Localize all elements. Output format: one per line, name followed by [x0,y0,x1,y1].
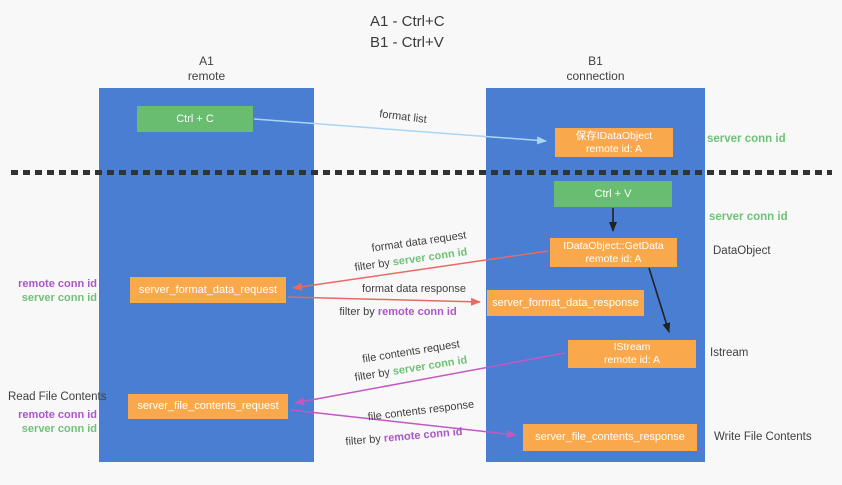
istream-label: IStream [613,341,651,353]
filter-by-remote-conn-id-label-1: filter by remote conn id [339,306,456,318]
server-conn-id-left-2: server conn id [21,423,97,435]
column-b-name: B1 [588,54,603,68]
column-b-subtitle: connection [566,69,625,83]
server-format-data-response-node: server_format_data_response [487,290,644,316]
column-b-header: B1 connection [486,54,705,84]
write-file-contents-annotation: Write File Contents [714,431,812,443]
ctrl-v-label: Ctrl + V [594,187,632,200]
filter-by-server-conn-id-label-1: filter by server conn id [354,246,468,274]
save-idataobject-remote-id: remote id: A [585,142,643,155]
ctrl-v-node: Ctrl + V [554,181,672,207]
getdata-label: IDataObject::GetData [563,239,664,252]
remote-conn-id-left-2: remote conn id [18,409,97,421]
filter-prefix: filter by [339,306,378,318]
server-conn-id-right-mid: server conn id [709,211,788,223]
conn-id-pair-1: remote conn id server conn id [11,277,97,305]
server-file-contents-response-label: server_file_contents_response [535,431,685,443]
istream-node: IStream remote id: A [568,340,696,368]
title-line-2: B1 - Ctrl+V [370,34,444,51]
machine-boundary-dotted-line [11,170,832,175]
format-data-response-label: format data response [362,283,466,295]
istream-remote-id: remote id: A [603,354,661,366]
diagram-title: A1 - Ctrl+C B1 - Ctrl+V [370,11,445,53]
server-conn-id-left-1: server conn id [21,292,97,304]
server-file-contents-response-node: server_file_contents_response [523,424,697,451]
save-idataobject-label: 保存IDataObject [575,129,653,142]
column-a-header: A1 remote [99,54,314,84]
ctrl-c-label: Ctrl + C [176,112,214,125]
filter-prefix: filter by [345,432,385,449]
server-format-data-response-label: server_format_data_response [492,296,639,309]
format-list-label: format list [378,108,428,126]
filter-prefix: filter by [353,256,394,274]
column-a-subtitle: remote [187,69,226,83]
remote-conn-id-left-1: remote conn id [18,278,97,290]
remote-conn-id-highlight: remote conn id [383,425,463,445]
getdata-remote-id: remote id: A [585,252,642,265]
server-format-data-request-label: server_format_data_request [138,283,278,296]
getdata-node: IDataObject::GetData remote id: A [550,238,677,267]
format-data-response-arrow [287,296,481,306]
column-a-name: A1 [199,54,214,68]
server-file-contents-request-node: server_file_contents_request [128,394,288,419]
conn-id-pair-2: remote conn id server conn id [11,408,97,436]
server-format-data-request-node: server_format_data_request [130,277,286,303]
server-file-contents-request-label: server_file_contents_request [137,400,279,412]
save-idataobject-node: 保存IDataObject remote id: A [555,128,673,157]
title-line-1: A1 - Ctrl+C [370,13,445,30]
file-contents-response-label: file contents response [367,398,475,424]
istream-annotation: Istream [710,347,749,359]
remote-conn-id-highlight: remote conn id [377,306,457,318]
read-file-contents-annotation: Read File Contents [8,391,107,403]
filter-by-remote-conn-id-label-2: filter by remote conn id [345,426,463,448]
ctrl-c-node: Ctrl + C [137,106,253,132]
dataobject-annotation: DataObject [713,245,771,257]
filter-prefix: filter by [353,365,394,384]
server-conn-id-right-top: server conn id [707,133,786,145]
